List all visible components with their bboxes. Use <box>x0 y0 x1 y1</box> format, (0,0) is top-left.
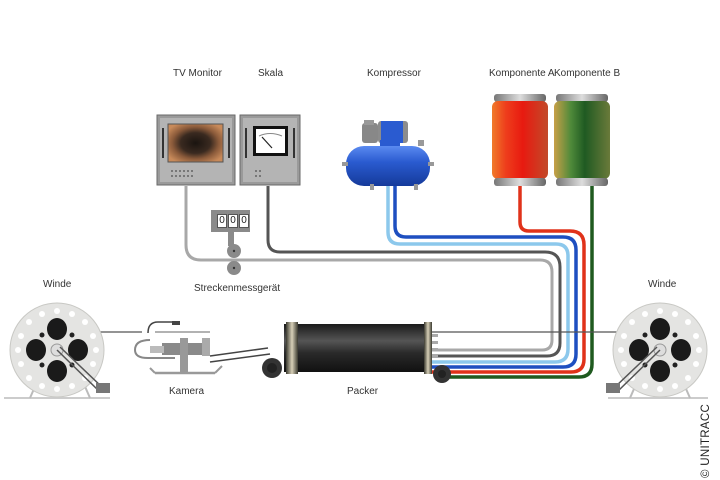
compressor-hose-blue <box>393 186 578 369</box>
left-winch <box>4 302 110 399</box>
component-a-hose <box>432 186 586 374</box>
right-winch <box>606 302 708 399</box>
packer <box>284 322 451 383</box>
label-winde-right: Winde <box>648 279 677 290</box>
label-tv-monitor: TV Monitor <box>173 68 222 79</box>
label-komponente-b: Komponente B <box>554 68 621 79</box>
compressor-hose-lightblue <box>386 186 570 364</box>
component-a-drum <box>492 94 548 186</box>
label-skala: Skala <box>258 68 284 79</box>
counter-digit: 0 <box>217 214 227 228</box>
component-b-hose <box>442 186 594 379</box>
copyright-watermark: © UNITRACC <box>700 403 712 478</box>
gauge-needle <box>261 136 273 149</box>
tv-screen <box>167 123 224 163</box>
tv-monitor-cable <box>184 186 554 352</box>
label-streckenmessgeraet: Streckenmessgerät <box>194 283 281 294</box>
camera-sled <box>133 321 282 378</box>
component-b-drum <box>554 94 610 186</box>
counter-digit: 0 <box>239 214 249 228</box>
label-komponente-a: Komponente A <box>489 68 555 79</box>
counter-digit: 0 <box>228 214 238 228</box>
tv-monitor <box>156 114 236 186</box>
compressor <box>342 120 434 190</box>
distance-counter: 0 0 0 <box>217 214 249 228</box>
label-kompressor: Kompressor <box>367 68 421 79</box>
label-kamera: Kamera <box>169 386 205 397</box>
label-packer: Packer <box>347 386 379 397</box>
label-winde-left: Winde <box>43 279 72 290</box>
skala-gauge <box>239 114 301 186</box>
skala-cable <box>266 186 562 358</box>
